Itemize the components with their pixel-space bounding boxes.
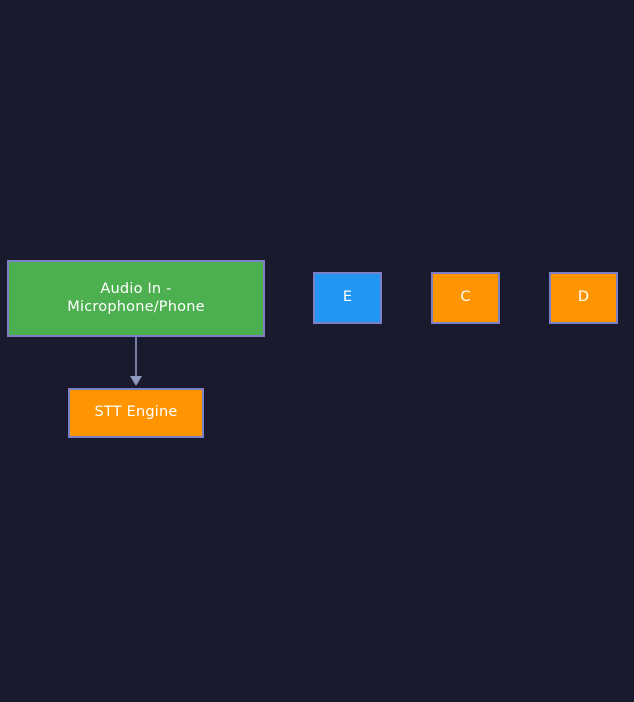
node-e-label: E bbox=[342, 289, 353, 306]
edge-audio-in-to-stt-engine bbox=[130, 337, 142, 386]
node-audio-in-label: Audio In - Microphone/Phone bbox=[67, 280, 205, 315]
node-c-label: C bbox=[460, 289, 471, 306]
node-d[interactable]: D bbox=[549, 272, 618, 324]
node-audio-in[interactable]: Audio In - Microphone/Phone bbox=[7, 260, 265, 337]
node-e[interactable]: E bbox=[313, 272, 382, 324]
node-stt-engine-label: STT Engine bbox=[94, 404, 178, 421]
node-c[interactable]: C bbox=[431, 272, 500, 324]
arrowhead-icon bbox=[130, 376, 142, 386]
node-stt-engine[interactable]: STT Engine bbox=[68, 388, 204, 438]
node-d-label: D bbox=[577, 289, 590, 306]
